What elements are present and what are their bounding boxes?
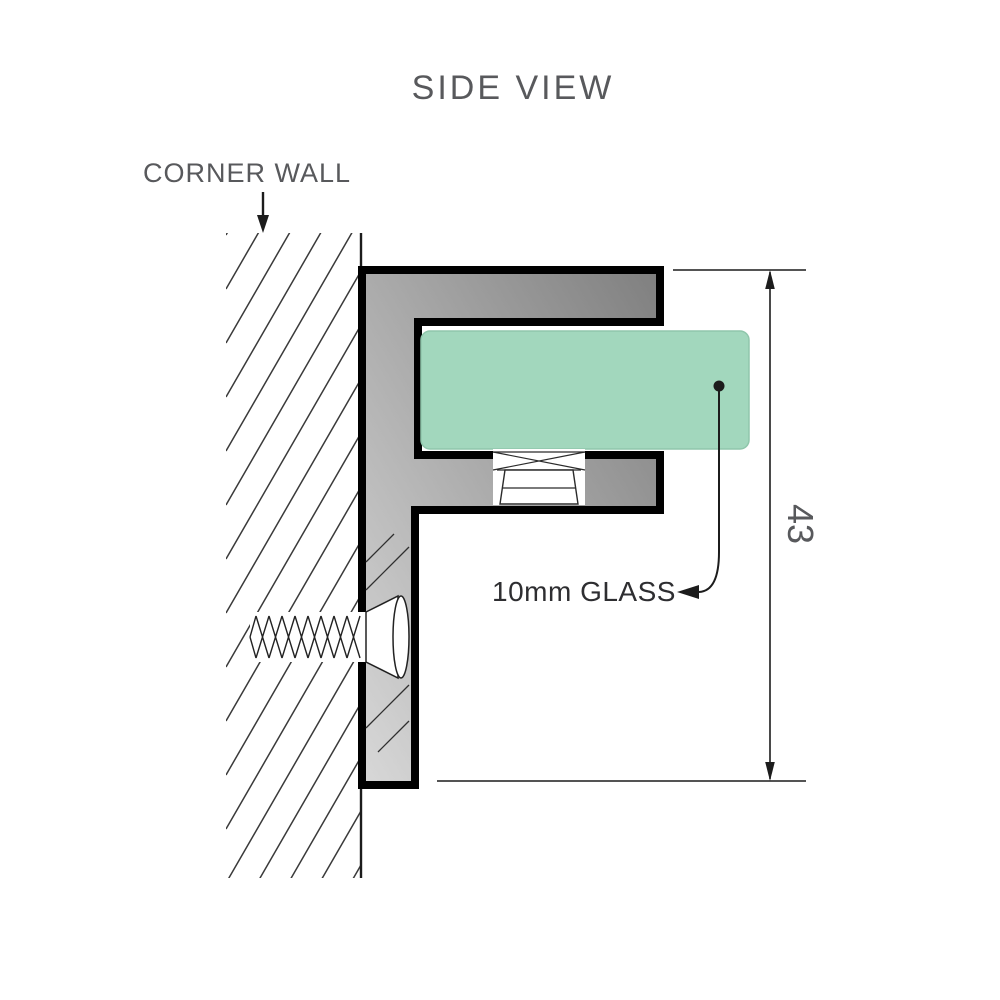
hatch-line [228,648,361,878]
hatch-line [290,756,361,878]
dimension-value: 43 [780,504,821,544]
screw-backing [250,612,366,662]
hatch-line [226,233,322,398]
hatch-line [226,233,291,344]
screw-thread [249,615,361,659]
hatch-line [226,270,361,506]
dimension-arrow-up-icon [765,270,775,289]
wall-hatching [226,233,361,878]
hatch-line [352,864,361,878]
glass-callout: 10mm GLASS [492,380,725,607]
diagram-title: SIDE VIEW [412,69,615,107]
hatch-line [377,720,410,753]
hatch-line [226,233,353,452]
hatch-line [226,432,361,668]
left-arrow-icon [677,585,699,599]
hatch-line [259,702,361,878]
hatch-line [365,684,410,729]
wall-screw [249,533,410,753]
hatch-line [365,546,410,591]
callout-line [698,391,720,593]
hatch-line [226,486,361,722]
hatch-line [226,233,229,236]
hatch-line [226,324,361,560]
screw-anchor-cone [365,594,399,680]
hatch-line [321,810,361,878]
corner-wall-label: CORNER WALL [143,158,351,188]
height-dimension: 43 [437,269,821,782]
glass-panel [420,330,750,450]
seal-cup [499,469,579,505]
callout-dot [713,380,725,392]
glass-label: 10mm GLASS [492,576,676,607]
down-arrow-icon [257,215,269,233]
glass-seal [492,449,586,505]
screw-anchor-body [392,595,410,679]
hatch-line [226,378,361,614]
corner-wall-pointer [257,192,269,233]
hatch-line [365,533,395,563]
hatch-line [226,233,260,290]
seal-zigzag [492,451,586,471]
bracket-profile [358,266,664,789]
dimension-arrow-down-icon [765,762,775,781]
leg-section-hatch [365,533,410,753]
